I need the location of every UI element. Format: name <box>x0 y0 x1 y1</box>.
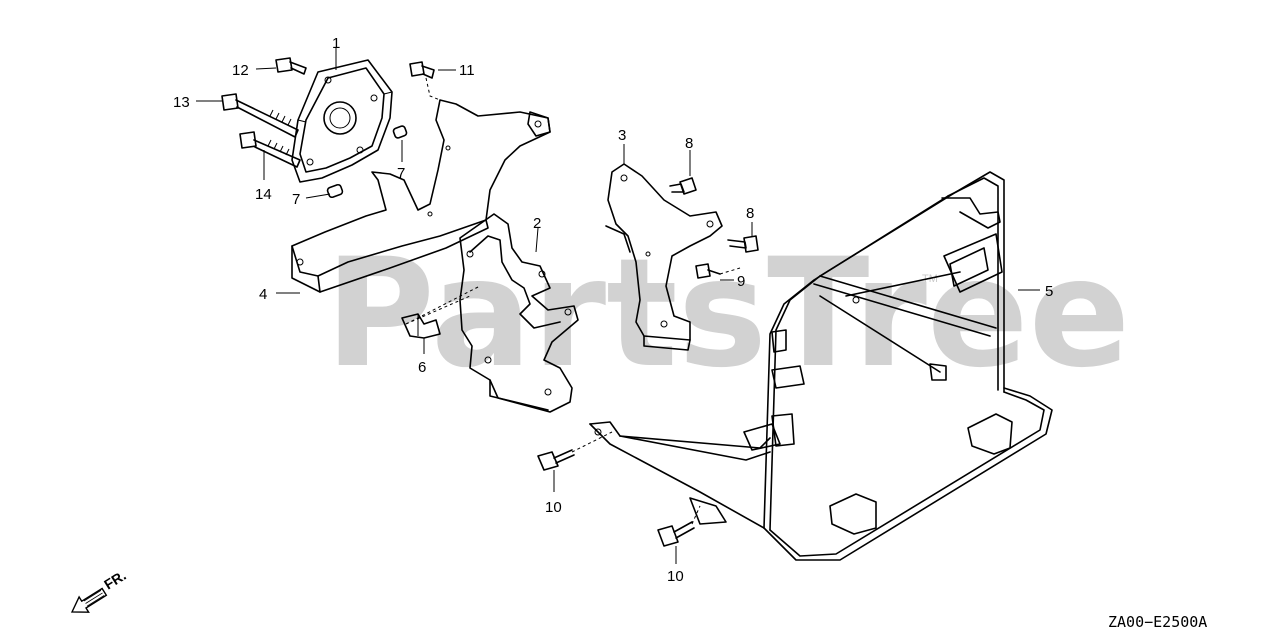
part-13-bolt[interactable] <box>221 93 299 138</box>
part-1-rear-cover[interactable] <box>291 59 393 183</box>
part-4-side-bracket[interactable] <box>291 99 551 293</box>
front-direction-marker: FR. <box>70 567 129 613</box>
part-14-bolt[interactable] <box>239 131 301 168</box>
callout-14[interactable]: 14 <box>255 186 272 203</box>
front-direction-label: FR. <box>101 567 129 593</box>
callout-7-upper[interactable]: 7 <box>397 165 405 182</box>
callout-1[interactable]: 1 <box>332 35 340 52</box>
part-5-frame[interactable] <box>589 171 1053 561</box>
leader-lines <box>196 48 1040 564</box>
diagram-code: ZA00−E2500A <box>1108 613 1207 631</box>
callout-10-upper[interactable]: 10 <box>545 499 562 516</box>
front-direction-arrow-icon <box>70 587 108 613</box>
callout-8-upper[interactable]: 8 <box>685 135 693 152</box>
watermark: PartsTree TM <box>325 227 1130 401</box>
callout-7-lower[interactable]: 7 <box>292 191 300 208</box>
callout-8-lower[interactable]: 8 <box>746 205 754 222</box>
part-10-bolt-lower[interactable] <box>657 521 695 547</box>
callout-11[interactable]: 11 <box>459 62 475 79</box>
part-7-dowel-pin-lower[interactable] <box>326 183 344 199</box>
part-2-center-bracket[interactable] <box>459 213 579 413</box>
callout-9[interactable]: 9 <box>737 273 745 290</box>
callout-4[interactable]: 4 <box>259 286 267 303</box>
callout-5[interactable]: 5 <box>1045 283 1053 300</box>
callout-labels: 1 2 3 4 5 6 7 7 8 8 9 10 10 11 12 13 14 <box>173 35 1053 585</box>
watermark-text: PartsTree <box>325 227 1130 401</box>
part-12-bolt[interactable] <box>275 57 307 75</box>
part-8-bolt-upper[interactable] <box>669 177 697 195</box>
part-9-screw[interactable] <box>695 263 721 279</box>
part-11-bolt[interactable] <box>409 61 435 79</box>
part-7-dowel-pin-upper[interactable] <box>392 125 408 139</box>
part-3-rear-bracket[interactable] <box>605 163 723 351</box>
part-8-bolt-lower[interactable] <box>727 235 759 253</box>
part-10-bolt-upper[interactable] <box>537 449 575 471</box>
callout-12[interactable]: 12 <box>232 62 249 79</box>
callout-2[interactable]: 2 <box>533 215 541 232</box>
callout-6[interactable]: 6 <box>418 359 426 376</box>
callout-10-lower[interactable]: 10 <box>667 568 684 585</box>
callout-3[interactable]: 3 <box>618 127 626 144</box>
callout-13[interactable]: 13 <box>173 94 190 111</box>
